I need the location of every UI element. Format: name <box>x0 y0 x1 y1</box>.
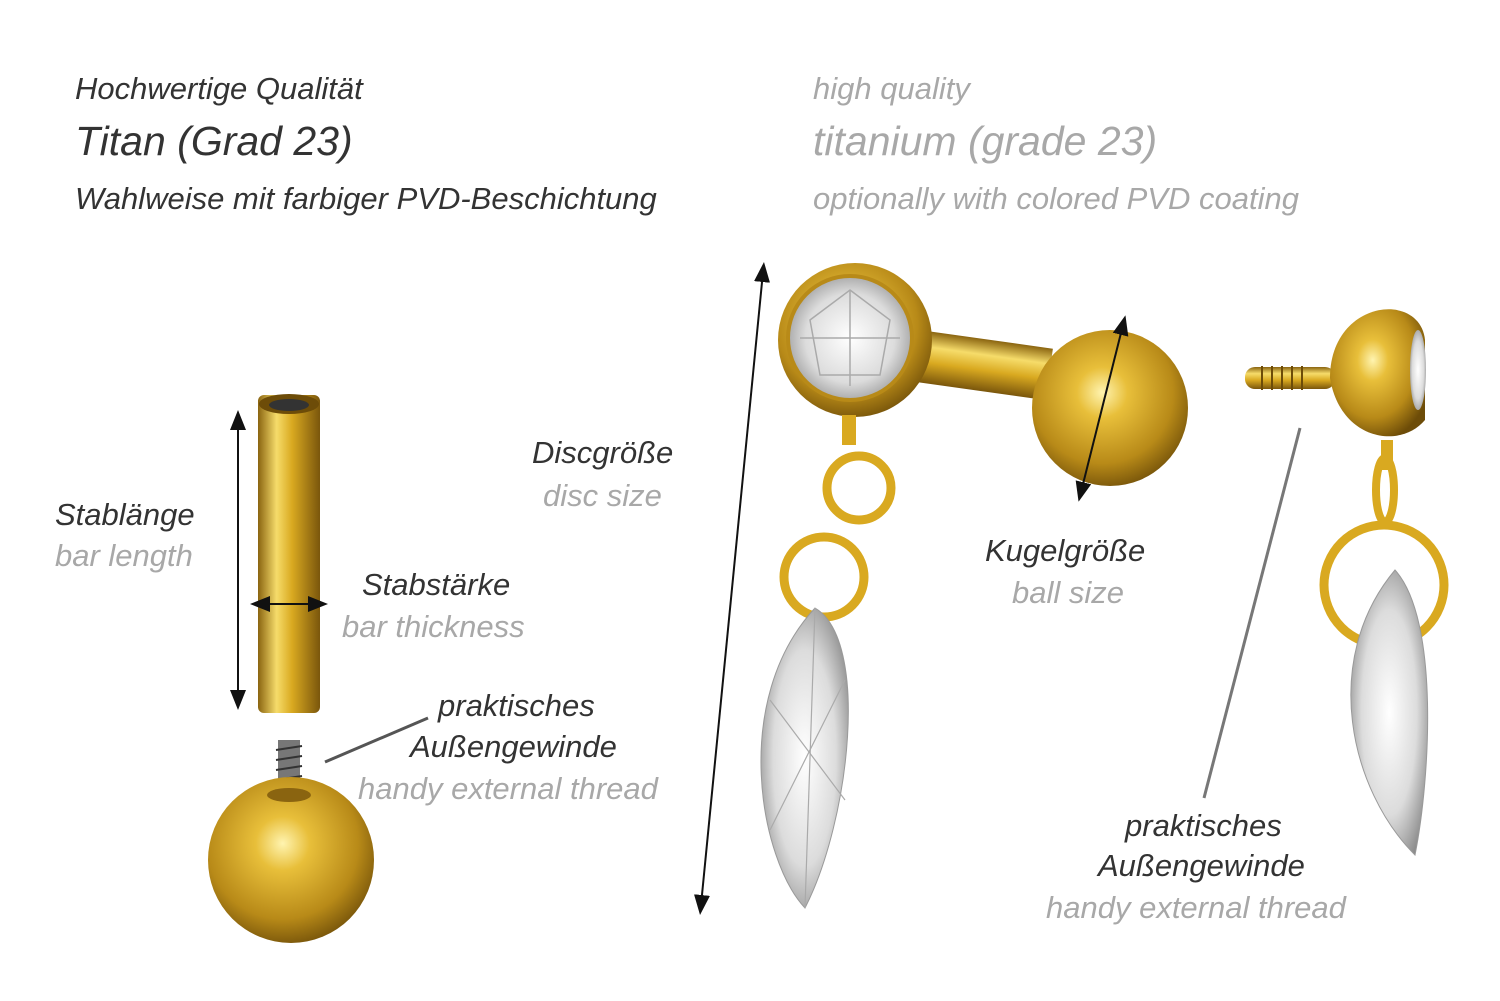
earring-front <box>760 263 1188 909</box>
ball-with-thread <box>208 740 374 943</box>
ball-size-arrow <box>1075 315 1129 502</box>
thread-right-label-de1: praktisches <box>1125 808 1282 843</box>
bar-length-label-en: bar length <box>55 538 193 573</box>
thread-left-label-de2: Außengewinde <box>410 729 617 764</box>
thread-left-label-en: handy external thread <box>358 771 658 806</box>
header-material-de: Titan (Grad 23) <box>75 118 353 164</box>
thread-pointer-line-left <box>324 716 429 764</box>
bar-part <box>258 394 320 713</box>
bar-thickness-label-de: Stabstärke <box>362 567 511 602</box>
bar-thickness-label-en: bar thickness <box>342 609 525 644</box>
ball-size-label-en: ball size <box>1012 575 1124 610</box>
header-quality-de: Hochwertige Qualität <box>75 71 363 106</box>
header-coating-en: optionally with colored PVD coating <box>813 181 1299 216</box>
disc-size-label-en: disc size <box>543 478 662 513</box>
header-material-en: titanium (grade 23) <box>813 118 1158 164</box>
thread-right-label-en: handy external thread <box>1046 890 1346 925</box>
header-quality-en: high quality <box>813 71 970 106</box>
disc-size-label-de: Discgröße <box>532 435 674 470</box>
header-coating-de: Wahlweise mit farbiger PVD-Beschichtung <box>75 181 657 216</box>
thread-right-label-de2: Außengewinde <box>1098 848 1305 883</box>
earring-side <box>1245 309 1449 857</box>
ball-size-label-de: Kugelgröße <box>985 533 1146 568</box>
disc-size-arrow <box>694 262 770 915</box>
bar-length-label-de: Stablänge <box>55 497 195 532</box>
thread-pointer-line-right <box>1202 427 1302 799</box>
thread-left-label-de1: praktisches <box>438 688 595 723</box>
